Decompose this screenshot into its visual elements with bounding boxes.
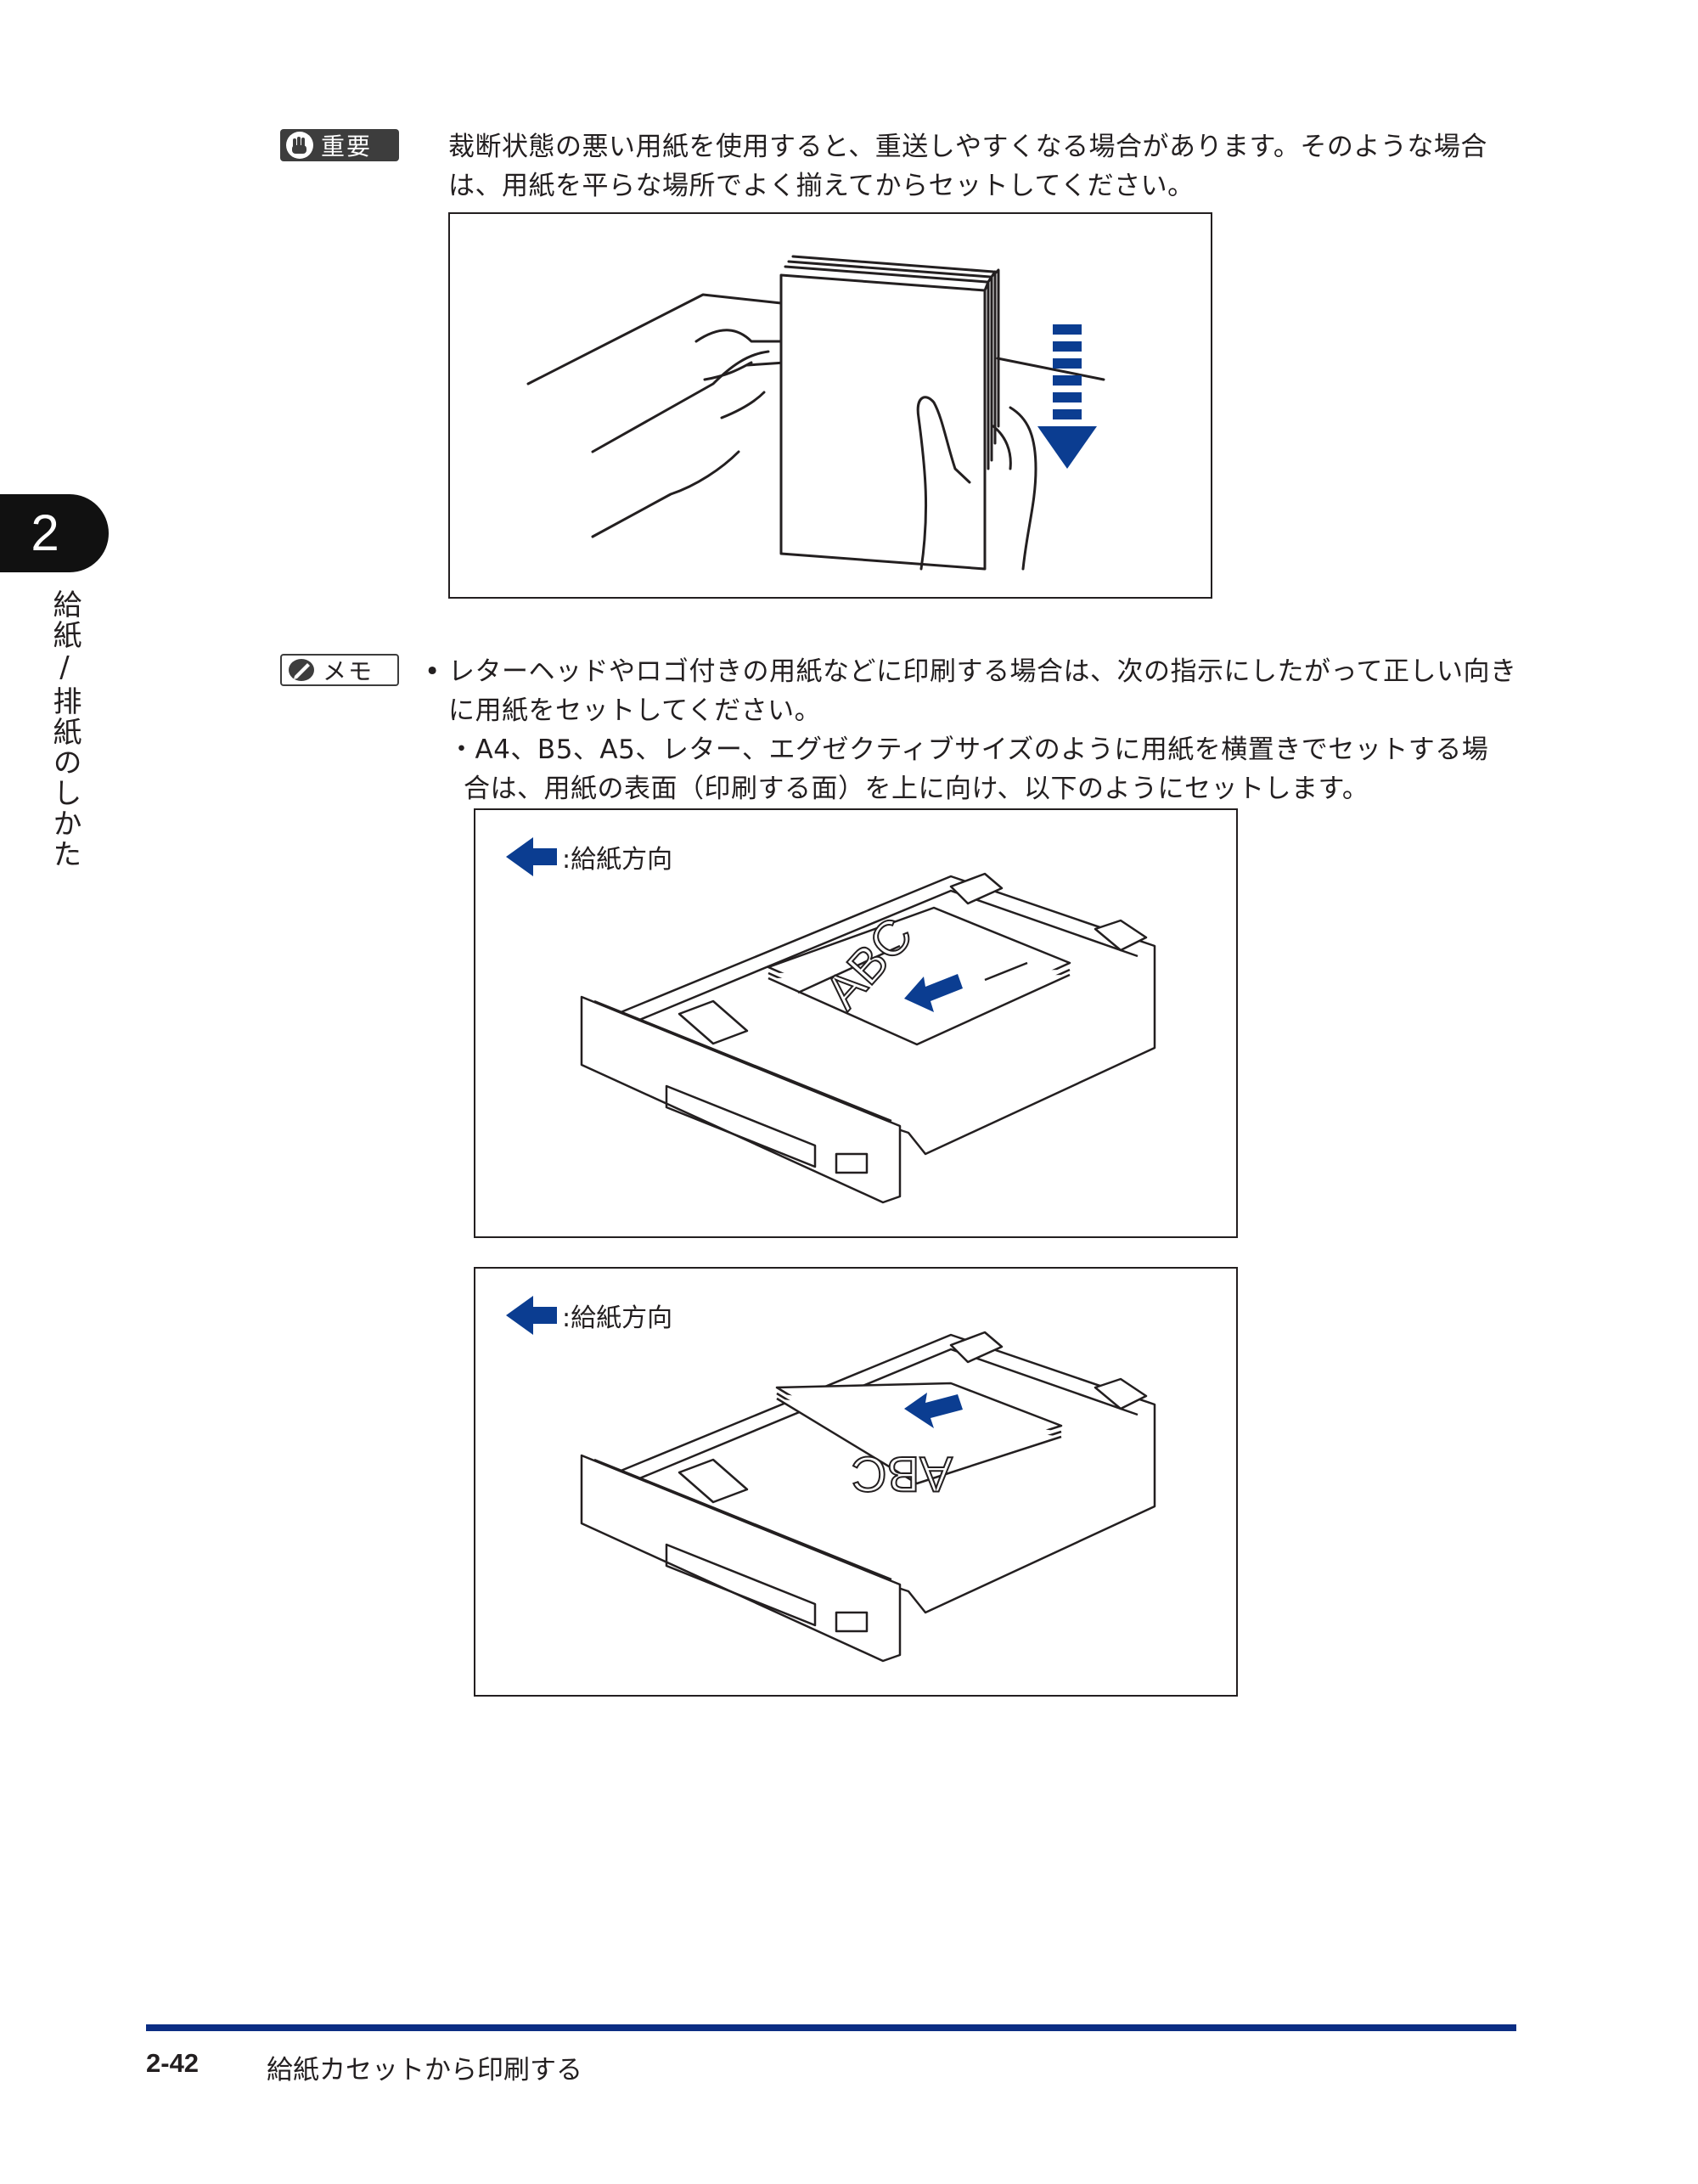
important-badge: 重要	[280, 129, 399, 161]
memo-sub-line-1: ・A4、B5、A5、レター、エグゼクティブサイズのように用紙を横置きでセットする…	[448, 735, 1489, 765]
footer-rule	[146, 2024, 1516, 2031]
memo-badge-label: メモ	[323, 657, 374, 685]
memo-bullet: •	[424, 656, 441, 687]
feed-direction-label: :給紙方向	[562, 1303, 673, 1333]
feed-arrow-on-paper	[904, 974, 963, 1012]
hand-stop-icon	[286, 132, 313, 159]
memo-sub-line-2: 合は、用紙の表面（印刷する面）を上に向け、以下のようにセットします。	[464, 774, 1369, 804]
feed-direction-label: :給紙方向	[562, 845, 673, 875]
feed-direction-arrow-icon	[506, 1296, 557, 1335]
chapter-title: 給紙/排紙のしかた	[48, 589, 82, 870]
pencil-icon	[289, 659, 314, 681]
chapter-number: 2	[31, 504, 59, 561]
paper-tray-figure-1: :給紙方向 ABC	[474, 808, 1238, 1238]
paper-tray-illustration: ABC	[580, 1331, 1156, 1663]
feed-direction-legend: :給紙方向	[504, 1294, 672, 1337]
footer-section-title: 給紙カセットから印刷する	[267, 2055, 582, 2085]
feed-direction-arrow-icon	[506, 837, 557, 876]
paper-tray-illustration: ABC	[580, 872, 1156, 1204]
paper-tray-figure-2: :給紙方向 ABC	[474, 1267, 1238, 1697]
hands-aligning-paper-illustration	[526, 255, 1105, 571]
chapter-tab	[0, 494, 109, 572]
paper-print-text: ABC	[852, 1446, 953, 1501]
important-line-2: は、用紙を平らな場所でよく揃えてからセットしてください。	[448, 171, 1195, 201]
feed-arrow-on-paper	[904, 1393, 963, 1428]
paper-alignment-figure	[448, 212, 1212, 599]
important-line-1: 裁断状態の悪い用紙を使用すると、重送しやすくなる場合があります。そのような場合	[448, 132, 1487, 162]
memo-bullet-line-1: レターヘッドやロゴ付きの用紙などに印刷する場合は、次の指示にしたがって正しい向き	[448, 656, 1517, 687]
feed-direction-legend: :給紙方向	[504, 836, 672, 878]
page-number: 2-42	[146, 2048, 200, 2078]
memo-bullet-line-2: に用紙をセットしてください。	[448, 695, 822, 726]
memo-badge: メモ	[280, 654, 399, 686]
important-badge-label: 重要	[321, 132, 373, 160]
